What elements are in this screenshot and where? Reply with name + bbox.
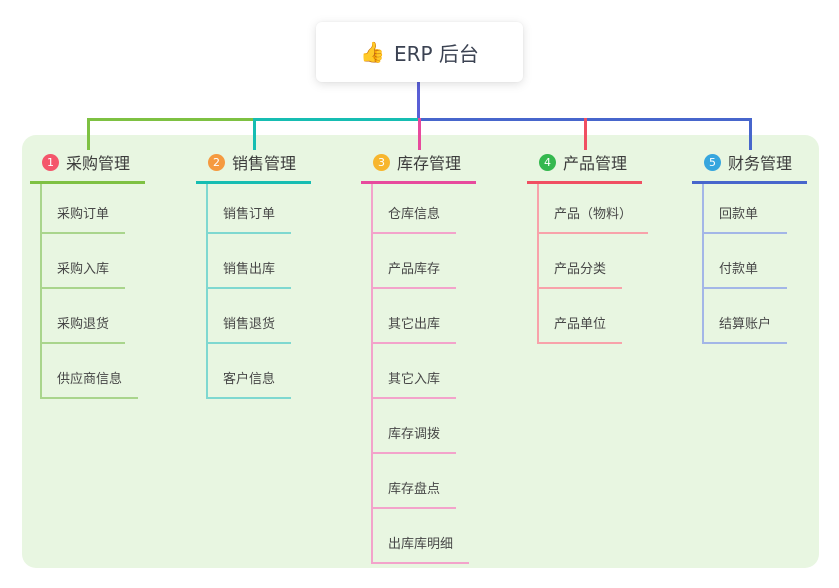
branch-header-2[interactable]: 2 销售管理 [196,150,311,184]
root-connector-line [417,82,420,118]
child-item[interactable]: 库存盘点 [371,479,457,509]
child-item[interactable]: 其它入库 [371,369,457,399]
branch-rail-line [40,181,42,399]
branch-label: 销售管理 [232,154,297,173]
child-item[interactable]: 供应商信息 [40,369,139,399]
branch-number-badge: 2 [208,153,225,171]
root-node-label: ERP 后台 [393,41,479,66]
branch-rail-line [206,181,208,399]
branch-column-4: 4 产品管理 [527,150,642,184]
child-item[interactable]: 客户信息 [206,369,292,399]
branch-number-badge: 3 [373,153,390,171]
branch-label: 产品管理 [563,154,628,173]
branch-column-5: 5 财务管理 [692,150,807,184]
child-item[interactable]: 采购入库 [40,259,126,289]
branch-drop-line [584,118,587,150]
branch-header-4[interactable]: 4 产品管理 [527,150,642,184]
branch-label: 库存管理 [397,154,462,173]
child-item[interactable]: 其它出库 [371,314,457,344]
branch-header-5[interactable]: 5 财务管理 [692,150,807,184]
child-item[interactable]: 回款单 [702,204,787,234]
branch-drop-line [87,118,90,150]
child-item[interactable]: 付款单 [702,259,787,289]
child-item[interactable]: 仓库信息 [371,204,457,234]
branch-number-badge: 5 [704,153,721,171]
branch-column-1: 1 采购管理 [30,150,145,184]
branch-drop-line [418,118,421,150]
child-item[interactable]: 采购退货 [40,314,126,344]
bus-segment-2 [253,118,418,121]
branches-panel [22,135,819,568]
bus-segment-1 [87,118,253,121]
child-item[interactable]: 销售退货 [206,314,292,344]
branch-number-badge: 1 [42,153,59,171]
branch-rail-line [702,181,704,344]
branch-rail-line [537,181,539,344]
branch-drop-line [253,118,256,150]
child-item[interactable]: 产品（物料） [537,204,649,234]
child-item[interactable]: 结算账户 [702,314,788,344]
branch-header-3[interactable]: 3 库存管理 [361,150,476,184]
child-item[interactable]: 销售订单 [206,204,292,234]
child-item[interactable]: 产品分类 [537,259,623,289]
child-item[interactable]: 出库库明细 [371,534,470,564]
branch-column-2: 2 销售管理 [196,150,311,184]
branch-label: 采购管理 [66,154,131,173]
branch-drop-line [749,118,752,150]
thumbs-up-icon: 👍 [360,40,385,64]
branch-header-1[interactable]: 1 采购管理 [30,150,145,184]
child-item[interactable]: 采购订单 [40,204,126,234]
root-node[interactable]: 👍 ERP 后台 [316,22,523,82]
branch-label: 财务管理 [728,154,793,173]
child-item[interactable]: 销售出库 [206,259,292,289]
branch-number-badge: 4 [539,153,556,171]
branch-column-3: 3 库存管理 [361,150,476,184]
child-item[interactable]: 产品库存 [371,259,457,289]
child-item[interactable]: 产品单位 [537,314,623,344]
branch-rail-line [371,181,373,564]
child-item[interactable]: 库存调拨 [371,424,457,454]
